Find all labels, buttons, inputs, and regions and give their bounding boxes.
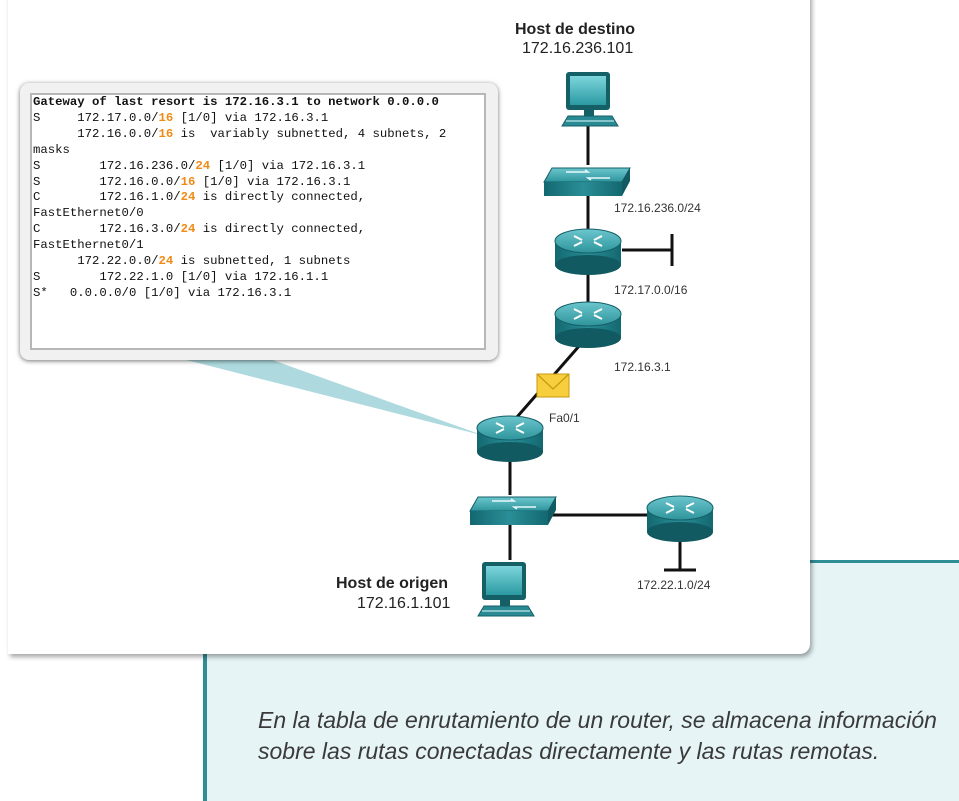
routing-table-output: Gateway of last resort is 172.16.3.1 to … [33,95,483,302]
router-icon [476,415,544,462]
route-line: S 172.22.1.0 [1/0] via 172.16.1.1 [33,269,329,284]
caption-text: En la tabla de enrutamiento de un router… [258,707,937,764]
router-address-label: 172.16.3.1 [614,360,671,374]
route-line: 172.16.0.0/16 is variably subnetted, 4 s… [33,126,454,157]
network-label-17: 172.17.0.0/16 [614,283,688,297]
route-line: C 172.16.1.0/24 is directly connected, F… [33,190,373,221]
destination-host-ip: 172.16.236.101 [522,40,634,57]
interface-label: Fa0/1 [549,411,580,425]
network-label-236: 172.16.236.0/24 [614,201,701,215]
router-icon [646,495,714,542]
source-host-ip: 172.16.1.101 [357,595,451,612]
destination-host-title: Host de destino [515,21,636,38]
route-line: S 172.17.0.0/16 [1/0] via 172.16.3.1 [33,110,329,125]
route-line: C 172.16.3.0/24 is directly connected, F… [33,222,373,253]
links [508,120,696,572]
pc-icon [477,562,535,617]
switch-icon [543,167,631,196]
router-icon [554,228,622,275]
route-line: S 172.16.0.0/16 [1/0] via 172.16.3.1 [33,174,351,189]
network-label-22: 172.22.1.0/24 [637,578,711,592]
route-line: 172.22.0.0/24 is subnetted, 1 subnets [77,254,351,269]
router-icon [554,301,622,348]
callout-pointer [155,352,485,436]
source-host-title: Host de origen [336,575,449,592]
route-line: S 172.16.236.0/24 [1/0] via 172.16.3.1 [33,158,366,173]
switch-icon [469,496,557,525]
route-line: S* 0.0.0.0/0 [1/0] via 172.16.3.1 [33,285,292,300]
routing-table-console [30,93,486,350]
envelope-icon [536,373,570,398]
gateway-line: Gateway of last resort is 172.16.3.1 to … [33,95,439,109]
pc-icon [561,72,619,127]
